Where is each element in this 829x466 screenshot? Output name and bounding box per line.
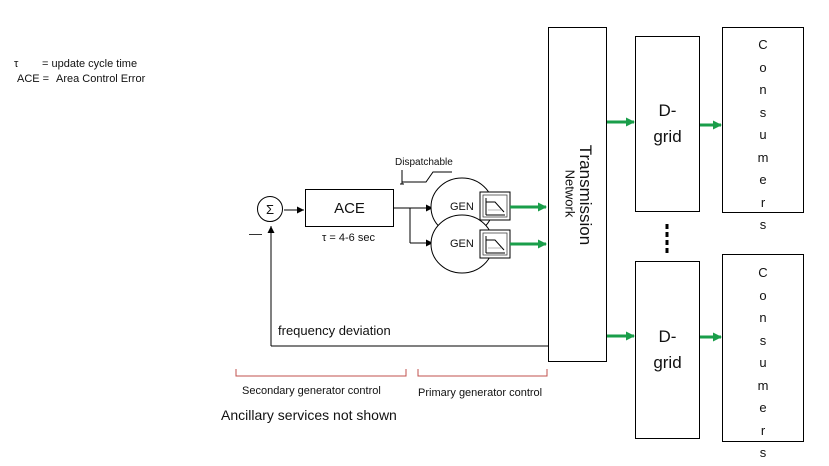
primary-control-bracket (417, 369, 548, 377)
generator-1-label: GEN (450, 201, 474, 213)
consumers-1-block (722, 27, 804, 213)
dgrid-1-line2: grid (653, 127, 682, 146)
transmission-network-block (548, 27, 607, 362)
consumers-2-letter: s (759, 332, 767, 348)
sigma-symbol: Σ (265, 201, 275, 217)
dgrid-2-line2: grid (653, 353, 682, 372)
ace-cycle-time: τ = 4-6 sec (322, 232, 375, 244)
minus-sign: — (249, 226, 262, 241)
generator-2-label: GEN (450, 238, 474, 250)
dgrid-2-block: D- grid (635, 261, 700, 439)
consumers-2-letter: s (759, 445, 767, 460)
dgrid-1-line1: D- (658, 101, 677, 120)
consumers-2-letter: u (759, 355, 767, 370)
dispatchable-step-icon (400, 170, 452, 185)
consumers-2-letter: n (759, 310, 767, 325)
ace-block-label: ACE (334, 199, 365, 217)
consumers-2-letter: r (760, 422, 766, 438)
consumers-1-label: C o n s u m e r s (722, 34, 804, 237)
dgrid-1-block: D- grid (635, 36, 700, 212)
consumers-2-letter: C (758, 265, 768, 280)
consumers-1-letter: e (759, 172, 767, 187)
consumers-1-letter: s (759, 217, 767, 232)
legend-ace-symbol: ACE = (17, 73, 50, 85)
consumers-1-letter: C (758, 37, 768, 52)
consumers-1-letter: n (759, 82, 767, 97)
primary-control-label: Primary generator control (418, 387, 543, 399)
network-label: Network (562, 169, 578, 218)
legend-ace-definition: Area Control Error (56, 73, 146, 85)
legend-tau-symbol: τ (14, 58, 19, 70)
consumers-1-letter: u (759, 127, 767, 142)
secondary-control-label: Secondary generator control (242, 385, 381, 397)
consumers-1-letter: s (759, 104, 767, 120)
droop-chart-icon (479, 191, 511, 221)
consumers-1-letter: r (760, 194, 766, 210)
consumers-2-label: C o n s u m e r s (722, 262, 804, 465)
ace-block: ACE (305, 189, 394, 227)
summing-junction: Σ (257, 196, 283, 222)
dgrid-2-line1: D- (658, 327, 677, 346)
secondary-control-bracket (235, 369, 407, 377)
transmission-label: Transmission (576, 144, 595, 246)
consumers-2-letter: m (757, 377, 769, 393)
dispatchable-label: Dispatchable (395, 157, 453, 168)
consumers-2-letter: o (759, 287, 767, 303)
legend-tau-definition: = update cycle time (42, 58, 138, 70)
consumers-1-letter: m (757, 149, 769, 165)
frequency-deviation-label: frequency deviation (278, 323, 391, 338)
consumers-2-block (722, 254, 804, 442)
consumers-2-letter: e (759, 400, 767, 415)
droop-chart-icon (479, 229, 511, 259)
ancillary-note: Ancillary services not shown (221, 407, 397, 423)
consumers-1-letter: o (759, 59, 767, 75)
